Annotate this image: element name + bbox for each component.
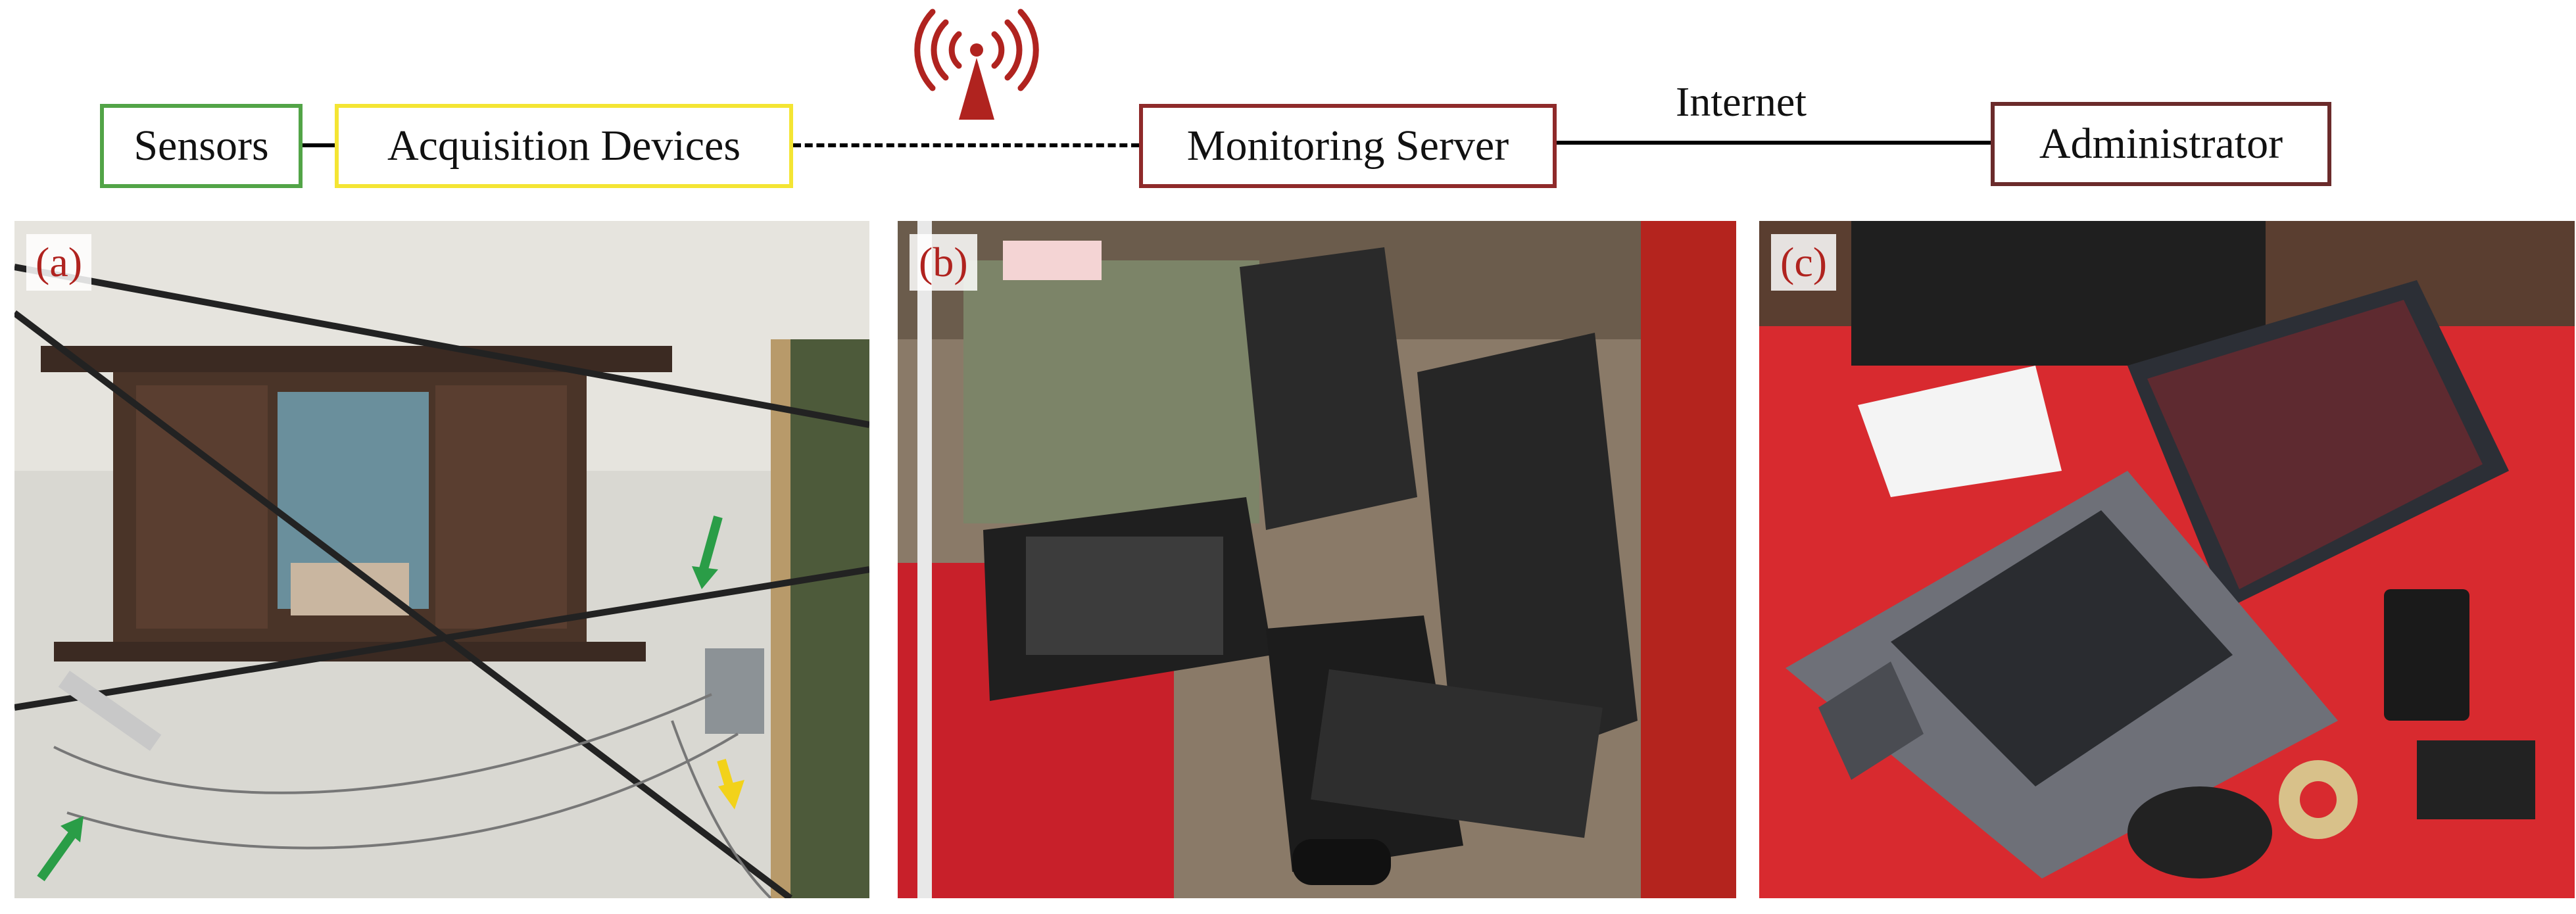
monitoring-server-photo (898, 221, 1736, 898)
monitoring-server-node: Monitoring Server (1139, 104, 1557, 188)
photo-panel-a: (a) (14, 221, 869, 898)
administrator-laptop-photo (1759, 221, 2575, 898)
panel-label-b: (b) (910, 234, 977, 291)
panel-label-c: (c) (1771, 234, 1837, 291)
photo-panel-c: (c) (1759, 221, 2575, 898)
sensors-label: Sensors (134, 122, 269, 170)
administrator-label: Administrator (2039, 120, 2283, 168)
internet-label: Internet (1676, 78, 1807, 125)
wireless-connector (793, 143, 1139, 147)
panel-label-a: (a) (26, 234, 92, 291)
monitoring-server-label: Monitoring Server (1186, 122, 1509, 170)
sensors-node: Sensors (100, 104, 303, 188)
administrator-node: Administrator (1991, 102, 2331, 186)
connector-sensors-acquisition (303, 143, 335, 147)
acquisition-devices-node: Acquisition Devices (335, 104, 793, 188)
internet-connector (1557, 141, 1991, 145)
acquisition-devices-label: Acquisition Devices (387, 122, 741, 170)
wireless-antenna-icon (914, 9, 1039, 120)
photo-panel-b: (b) (898, 221, 1736, 898)
wall-mounted-acquisition-photo (14, 221, 869, 898)
